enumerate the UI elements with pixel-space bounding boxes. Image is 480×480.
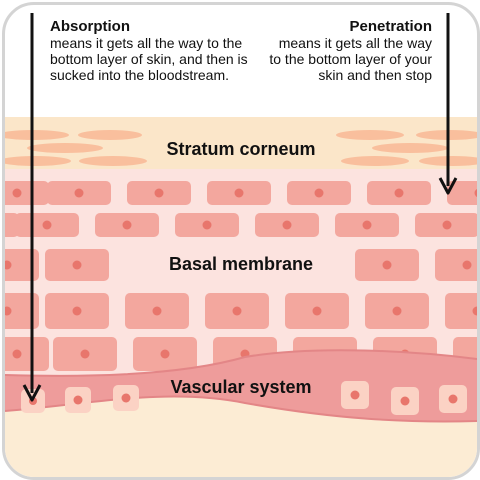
cell-nucleus xyxy=(42,220,52,230)
cell-nucleus xyxy=(74,188,84,198)
cell-nucleus xyxy=(314,188,324,198)
absorption-description: means it gets all the way to the bottom … xyxy=(50,35,248,83)
cell-nucleus xyxy=(382,260,392,270)
cell-nucleus xyxy=(474,188,477,198)
cell-nucleus xyxy=(312,306,322,316)
cell-nucleus xyxy=(72,306,82,316)
blood-cell-nucleus xyxy=(73,395,83,405)
cell-nucleus xyxy=(152,306,162,316)
epidermis-cells xyxy=(5,181,477,371)
blood-cell-nucleus xyxy=(400,396,410,406)
blood-cell-nucleus xyxy=(350,390,360,400)
skin-layers-illustration xyxy=(5,13,477,477)
corneum-flake xyxy=(27,143,103,153)
cell-nucleus xyxy=(72,260,82,270)
absorption-arrow xyxy=(22,13,42,402)
cell-nucleus xyxy=(5,306,12,316)
corneum-flake xyxy=(341,156,409,166)
penetration-caption: Penetration means it gets all the way to… xyxy=(268,18,432,83)
corneum-flake xyxy=(5,156,71,166)
corneum-flake xyxy=(5,130,69,140)
blood-vessel-edge xyxy=(5,349,477,377)
blood-cells xyxy=(21,381,467,415)
cell-nucleus xyxy=(392,306,402,316)
penetration-description: means it gets all the way to the bottom … xyxy=(269,35,432,83)
cell-nucleus xyxy=(472,306,477,316)
blood-cell-nucleus xyxy=(121,393,131,403)
epidermis-cell xyxy=(5,337,49,371)
vascular-system-label: Vascular system xyxy=(170,377,312,397)
cell-nucleus xyxy=(394,188,404,198)
cell-nucleus xyxy=(234,188,244,198)
cell-nucleus xyxy=(12,188,22,198)
blood-cell-nucleus xyxy=(448,394,458,404)
cell-nucleus xyxy=(5,260,12,270)
cell-nucleus xyxy=(442,220,452,230)
epidermis-cell xyxy=(445,293,477,329)
cell-nucleus xyxy=(122,220,132,230)
penetration-arrow xyxy=(438,13,458,195)
corneum-flake xyxy=(336,130,404,140)
absorption-title: Absorption xyxy=(50,18,130,35)
epidermis-cell xyxy=(435,249,477,281)
corneum-flake xyxy=(372,143,448,153)
cell-nucleus xyxy=(202,220,212,230)
corneum-flake xyxy=(78,130,142,140)
penetration-title: Penetration xyxy=(349,18,432,35)
stratum-corneum-label: Stratum corneum xyxy=(166,139,316,159)
cell-nucleus xyxy=(362,220,372,230)
cell-nucleus xyxy=(282,220,292,230)
cell-nucleus xyxy=(232,306,242,316)
cell-nucleus xyxy=(160,349,170,359)
corneum-flake xyxy=(79,156,147,166)
epidermis-cell xyxy=(5,181,49,205)
basal-membrane-label: Basal membrane xyxy=(168,254,314,274)
cell-nucleus xyxy=(462,260,472,270)
epidermis-cell xyxy=(5,249,39,281)
absorption-caption: Absorption means it gets all the way to … xyxy=(50,18,250,83)
cell-nucleus xyxy=(12,349,22,359)
epidermis-cell xyxy=(5,293,39,329)
cell-nucleus xyxy=(80,349,90,359)
cell-nucleus xyxy=(154,188,164,198)
epidermis-cell xyxy=(447,181,477,205)
